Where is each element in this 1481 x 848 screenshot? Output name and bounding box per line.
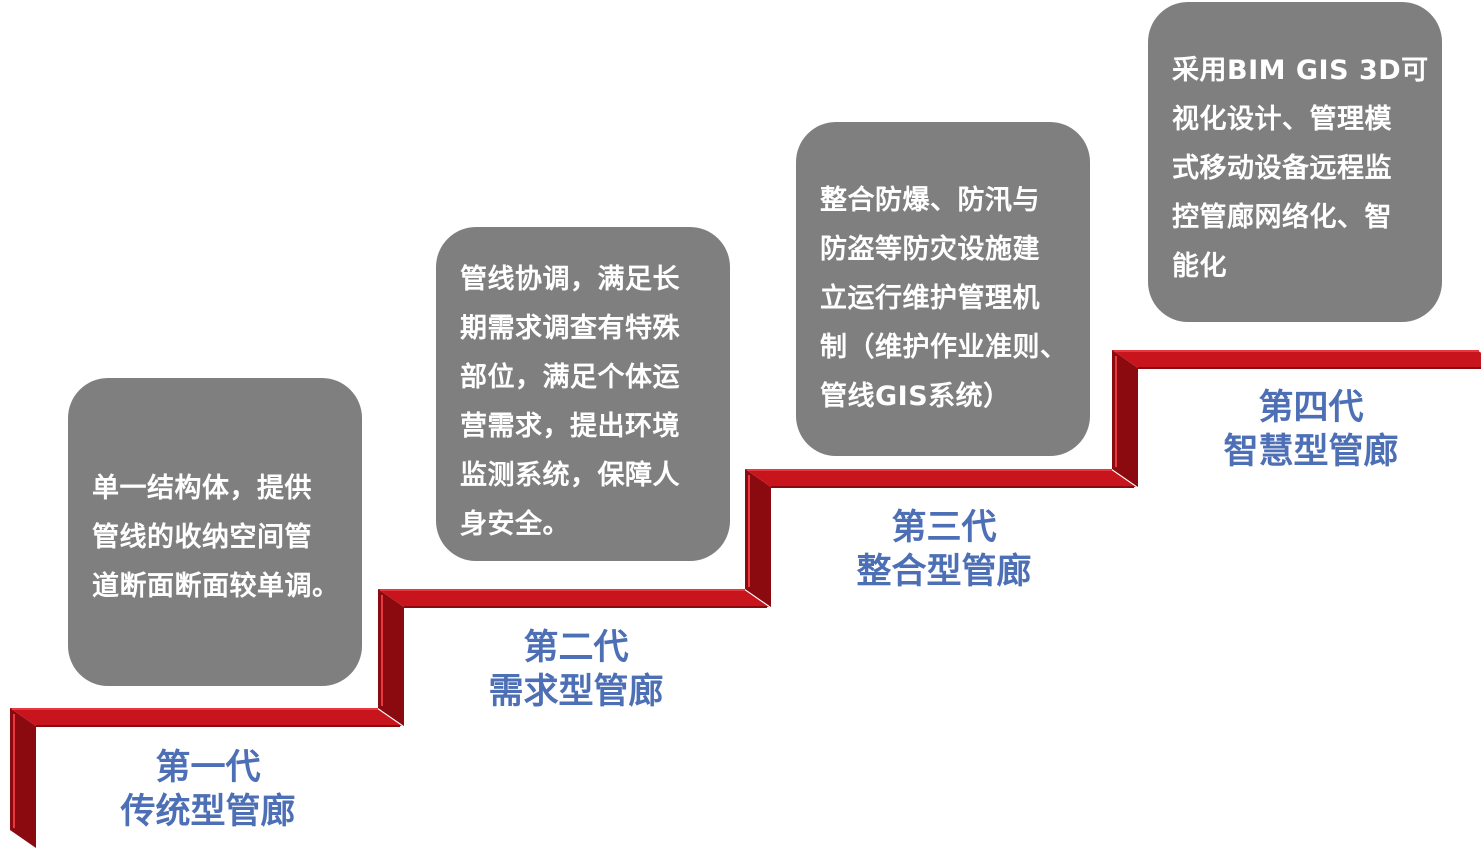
generation-2-description-line: 部位，满足个体运 [460,362,680,393]
generation-2-description-line: 管线协调，满足长 [460,264,680,295]
generation-4-description-box: 采用BIM GIS 3D可 视化设计、管理模 式移动设备远程监 控管廊网络化、智… [1148,2,1442,322]
generation-3-description-line: 制（维护作业准则、 [820,332,1068,363]
generation-1-subtitle: 传统型管廊 [120,792,296,832]
stair-tread [745,469,1136,487]
generation-1-description-line: 道断面断面较单调。 [92,571,340,602]
generation-3-title: 第三代 [891,508,997,548]
generation-2-description-line: 监测系统，保障人 [460,460,680,491]
generation-1-description-line: 单一结构体，提供 [92,473,312,504]
generation-4-description-line: 控管廊网络化、智 [1172,202,1392,233]
generation-4-title: 第四代 [1258,388,1364,428]
generation-3-label: 第三代 整合型管廊 [836,506,1052,594]
generation-4-description-line: 视化设计、管理模 [1172,104,1392,135]
generation-4-description-line: 能化 [1172,251,1227,282]
generation-3-description-line: 立运行维护管理机 [820,283,1040,314]
generation-2-description-line: 期需求调查有特殊 [460,313,680,344]
generation-1-label: 第一代 传统型管廊 [100,746,316,834]
generation-4-description-line: 式移动设备远程监 [1172,153,1392,184]
generation-2-description-box: 管线协调，满足长 期需求调查有特殊 部位，满足个体运 营需求，提出环境 监测系统… [436,227,730,561]
generation-2-subtitle: 需求型管廊 [488,672,664,712]
generation-4-subtitle: 智慧型管廊 [1223,432,1399,472]
stair-tread [378,589,769,607]
stair-riser [378,589,404,726]
generation-3-description-line: 整合防爆、防汛与 [820,185,1040,216]
stair-riser [10,708,36,848]
generation-2-title: 第二代 [523,628,629,668]
stair-tread [10,708,402,726]
generation-1-description-box: 单一结构体，提供 管线的收纳空间管 道断面断面较单调。 [68,378,362,686]
generation-2-description-line: 营需求，提出环境 [460,411,680,442]
generation-4-description-line: 采用BIM GIS 3D可 [1172,55,1429,86]
generation-3-description-line: 管线GIS系统） [820,381,1011,412]
generation-1-title: 第一代 [155,748,261,788]
generation-4-label: 第四代 智慧型管廊 [1203,386,1419,474]
generation-3-subtitle: 整合型管廊 [856,552,1032,592]
stair-riser [1112,350,1138,487]
generation-3-description-line: 防盗等防灾设施建 [820,234,1040,265]
generation-3-description-box: 整合防爆、防汛与 防盗等防灾设施建 立运行维护管理机 制（维护作业准则、 管线G… [796,122,1090,456]
generation-2-label: 第二代 需求型管廊 [468,626,684,714]
stair-tread [1112,350,1481,368]
generation-2-description-line: 身安全。 [460,509,570,540]
stair-riser [745,469,771,607]
generation-1-description-line: 管线的收纳空间管 [92,522,312,553]
